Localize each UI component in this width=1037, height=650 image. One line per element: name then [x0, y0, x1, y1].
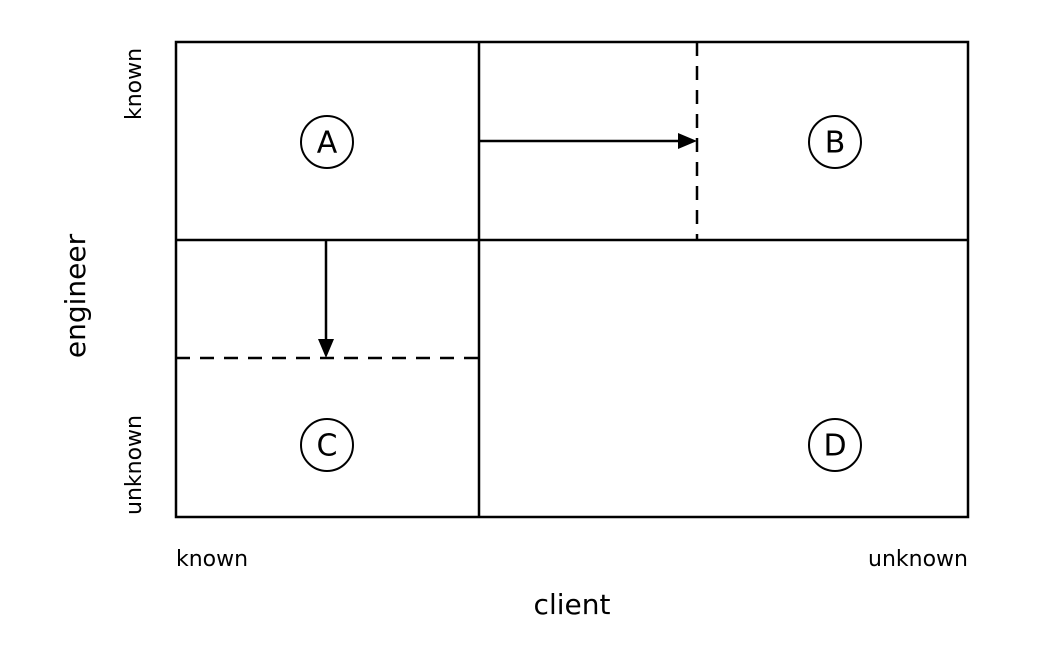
quadrant-c-marker: C	[300, 418, 354, 472]
x-axis-high-label: unknown	[868, 547, 968, 572]
y-axis-title: engineer	[59, 233, 92, 358]
y-axis-high-label: known	[122, 48, 147, 120]
x-axis-title: client	[534, 588, 611, 621]
quadrant-a-marker: A	[300, 115, 354, 169]
quadrant-b-marker: B	[808, 115, 862, 169]
arrow-right-head	[678, 133, 697, 149]
quadrant-a-label: A	[317, 126, 338, 161]
y-axis-low-label: unknown	[122, 415, 147, 515]
x-axis-low-label: known	[176, 547, 248, 572]
quadrant-d-marker: D	[808, 418, 862, 472]
arrow-down-head	[318, 339, 334, 358]
diagram-frame	[174, 40, 970, 519]
quadrant-b-label: B	[825, 126, 846, 161]
quadrant-d-label: D	[823, 429, 846, 464]
quadrant-c-label: C	[317, 429, 338, 464]
